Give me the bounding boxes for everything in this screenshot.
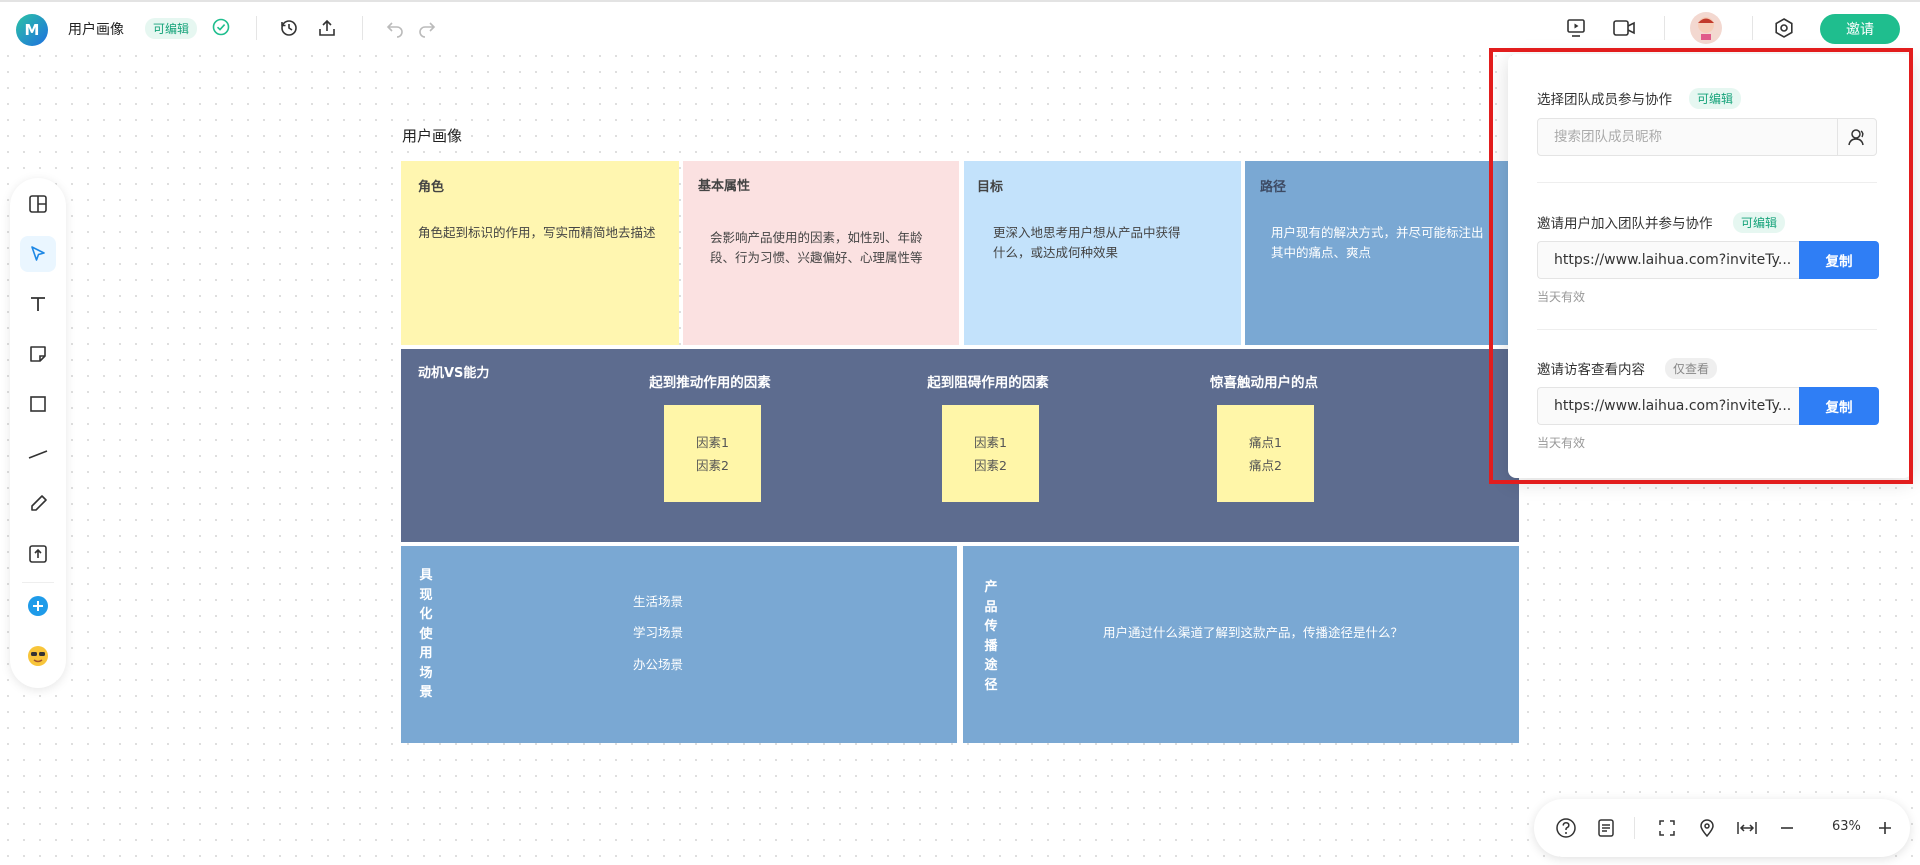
- scenario-item: 学习场景: [633, 625, 684, 640]
- invite-collaborators-panel: 选择团队成员参与协作 可编辑 邀请用户加入团队并参与协作 可编辑 https:/…: [1508, 54, 1912, 478]
- member-search-input[interactable]: [1538, 119, 1836, 155]
- left-toolbar: [10, 178, 66, 688]
- hinder-factors-heading: 起到阻碍作用的因素: [927, 375, 1049, 391]
- help-icon[interactable]: [1554, 816, 1578, 840]
- sticky-note[interactable]: 因素1 因素2: [942, 405, 1039, 502]
- line-tool-icon[interactable]: [20, 436, 56, 472]
- zoom-in-icon[interactable]: [1873, 816, 1897, 840]
- app-logo-icon[interactable]: M: [16, 14, 48, 46]
- delight-points-heading: 惊喜触动用户的点: [1210, 375, 1318, 391]
- attributes-cell[interactable]: 基本属性 会影响产品使用的因素，如性别、年龄段、行为习惯、兴趣偏好、心理属性等: [683, 161, 959, 345]
- copy-user-link-button[interactable]: 复制: [1799, 241, 1879, 279]
- saved-check-icon: [212, 18, 230, 36]
- emoji-sticker-icon[interactable]: [20, 638, 56, 674]
- fit-width-icon[interactable]: [1735, 816, 1759, 840]
- attributes-desc: 会影响产品使用的因素，如性别、年龄段、行为习惯、兴趣偏好、心理属性等: [710, 230, 923, 265]
- role-desc: 角色起到标识的作用，写实而精简地去描述: [418, 225, 656, 240]
- zoom-level[interactable]: 63%: [1832, 819, 1861, 834]
- sticky-note-icon[interactable]: [20, 336, 56, 372]
- link-validity-text: 当天有效: [1537, 436, 1586, 450]
- board-title[interactable]: 用户画像: [402, 127, 463, 145]
- toolbar-divider: [256, 16, 257, 40]
- motivation-ability-section[interactable]: 动机VS能力 起到推动作用的因素 起到阻碍作用的因素 惊喜触动用户的点 因素1 …: [401, 349, 1519, 542]
- export-icon[interactable]: [315, 16, 339, 40]
- user-avatar[interactable]: [1690, 12, 1722, 44]
- scenario-item: 办公场景: [633, 657, 684, 672]
- sticky-note[interactable]: 因素1 因素2: [664, 405, 761, 502]
- toolbar-divider: [1634, 817, 1635, 839]
- visitor-invite-link-field[interactable]: https://www.laihua.com?inviteTy...: [1537, 387, 1799, 425]
- location-pin-icon[interactable]: [1695, 816, 1719, 840]
- settings-icon[interactable]: [1772, 16, 1796, 40]
- editable-badge: 可编辑: [1733, 212, 1786, 233]
- member-search-box: [1537, 118, 1877, 156]
- distribution-channels-title: 产品传播途径: [984, 580, 998, 693]
- add-plus-icon[interactable]: [20, 588, 56, 624]
- redo-icon[interactable]: [415, 16, 439, 40]
- top-bar: M 用户画像 可编辑 邀请: [0, 0, 1920, 52]
- team-member-icon[interactable]: [1837, 119, 1876, 155]
- zoom-out-icon[interactable]: [1775, 816, 1799, 840]
- distribution-channels-cell[interactable]: 产品传播途径 用户通过什么渠道了解到这款产品，传播途径是什么？: [963, 546, 1519, 743]
- push-factors-heading: 起到推动作用的因素: [649, 375, 771, 391]
- copy-visitor-link-button[interactable]: 复制: [1799, 387, 1879, 425]
- usage-scenarios-title: 具现化使用场景: [419, 568, 433, 700]
- view-only-badge: 仅查看: [1665, 358, 1718, 379]
- editable-badge: 可编辑: [1689, 88, 1742, 109]
- video-camera-icon[interactable]: [1612, 16, 1636, 40]
- edit-status-badge: 可编辑: [145, 18, 198, 39]
- toolbar-divider: [362, 16, 363, 40]
- path-cell[interactable]: 路径 用户现有的解决方式，并尽可能标注出其中的痛点、爽点: [1245, 161, 1517, 345]
- goal-desc: 更深入地思考用户想从产品中获得什么，或达成何种效果: [993, 225, 1181, 260]
- presentation-play-icon[interactable]: [1564, 16, 1588, 40]
- fullscreen-icon[interactable]: [1655, 816, 1679, 840]
- role-cell[interactable]: 角色 角色起到标识的作用，写实而精简地去描述: [401, 161, 679, 345]
- attributes-title: 基本属性: [698, 179, 751, 194]
- notes-icon[interactable]: [1594, 816, 1618, 840]
- history-icon[interactable]: [277, 16, 301, 40]
- user-invite-link-field[interactable]: https://www.laihua.com?inviteTy...: [1537, 241, 1799, 279]
- invite-users-label: 邀请用户加入团队并参与协作: [1537, 216, 1713, 232]
- toolbar-divider: [1752, 16, 1753, 40]
- panel-divider: [1537, 182, 1877, 183]
- bottom-toolbar: 63%: [1534, 799, 1910, 857]
- motivation-title: 动机VS能力: [418, 366, 490, 381]
- link-validity-text: 当天有效: [1537, 290, 1586, 304]
- rectangle-shape-icon[interactable]: [20, 386, 56, 422]
- usage-scenarios-cell[interactable]: 具现化使用场景 生活场景 学习场景 办公场景: [401, 546, 957, 743]
- path-desc: 用户现有的解决方式，并尽可能标注出其中的痛点、爽点: [1271, 225, 1484, 260]
- pen-brush-icon[interactable]: [20, 486, 56, 522]
- template-icon[interactable]: [20, 186, 56, 222]
- text-tool-icon[interactable]: [20, 286, 56, 322]
- select-members-label: 选择团队成员参与协作: [1537, 92, 1672, 108]
- role-title: 角色: [418, 180, 445, 195]
- document-title[interactable]: 用户画像: [68, 22, 124, 38]
- sticky-note[interactable]: 痛点1 痛点2: [1217, 405, 1314, 502]
- path-title: 路径: [1260, 180, 1287, 195]
- goal-title: 目标: [977, 180, 1004, 195]
- select-pointer-icon[interactable]: [20, 236, 56, 272]
- distribution-channels-desc: 用户通过什么渠道了解到这款产品，传播途径是什么？: [1103, 625, 1404, 640]
- undo-icon[interactable]: [383, 16, 407, 40]
- panel-divider: [1537, 329, 1877, 330]
- invite-visitors-label: 邀请访客查看内容: [1537, 362, 1645, 378]
- toolbar-divider: [1664, 16, 1665, 40]
- scenario-item: 生活场景: [633, 594, 684, 609]
- upload-icon[interactable]: [20, 536, 56, 572]
- goal-cell[interactable]: 目标 更深入地思考用户想从产品中获得什么，或达成何种效果: [964, 161, 1241, 345]
- toolbar-divider: [22, 582, 54, 583]
- invite-button[interactable]: 邀请: [1820, 14, 1900, 44]
